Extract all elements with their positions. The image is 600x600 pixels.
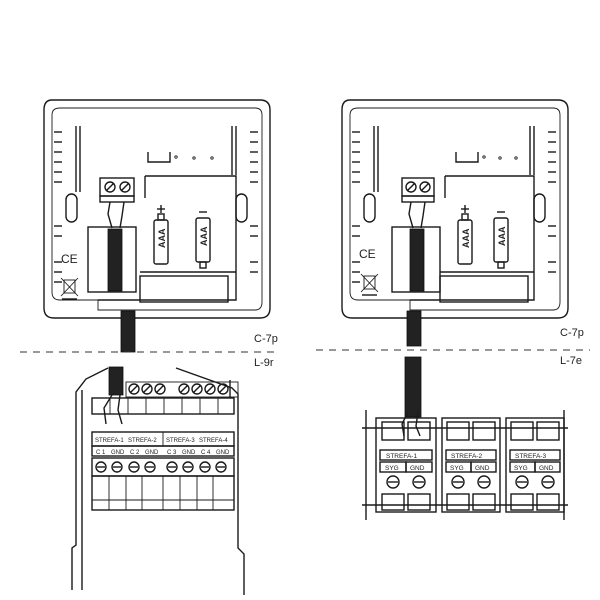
left-zone-label-3: STREFA-3 [166,438,195,444]
left-pin-label-1: C 1 [96,450,106,456]
right-bottom-model-label: L-7e [560,355,582,367]
left-bottom-model-label: L-9r [254,357,274,369]
left-battery-2: AAA [195,211,211,269]
right-top-model-label: C-7p [560,327,584,339]
right-pin-syg-2: SYG [450,465,464,472]
left-board-upper-connectors [91,397,235,415]
right-battery-2: AAA [493,211,509,269]
left-cable-to-board [108,366,124,396]
right-cable-in-recess [409,228,425,292]
right-wire-recess [391,226,441,293]
right-vent-slots-right [548,131,556,273]
right-vent-slots-left [352,131,360,283]
left-vent-slots-left [54,131,62,283]
battery-label-2: AAA [199,226,209,246]
left-pin-label-4: GND [145,450,159,456]
left-cable-lower [120,310,136,353]
battery-label-4: AAA [497,226,507,246]
left-mount-hole-right [235,193,248,223]
right-pin-syg-1: SYG [385,465,399,472]
left-pin-label-8: GND [216,450,230,456]
right-wiring-board: STREFA-1 SYG GND STREFA-2 SYG GND ST [362,356,568,520]
right-terminal-module-2: STREFA-2 SYG GND [441,417,501,513]
left-thermostat-terminal [99,177,135,203]
battery-label-1: AAA [157,228,167,248]
right-thermostat-terminal [401,177,435,203]
right-zone-label-2: STREFA-2 [451,453,482,460]
right-battery-1: AAA [457,205,473,265]
right-bottom-slot [439,275,529,303]
right-terminal-module-1: STREFA-1 SYG GND [375,417,437,513]
left-weee-icon [60,277,79,300]
left-vent-slots-right [250,131,258,273]
left-zone-label-2: STREFA-2 [128,438,157,444]
left-pin-label-7: C 4 [201,450,211,456]
right-terminal-module-3: STREFA-3 SYG GND [505,417,565,513]
left-pin-strip [91,445,235,457]
left-board-top-row [125,380,239,398]
right-pin-gnd-2: GND [475,465,490,472]
left-pin-label-6: GND [182,450,196,456]
right-weee-icon [360,273,379,296]
left-zone-label-4: STREFA-4 [199,438,228,444]
right-ce-mark: CE [359,247,376,261]
left-thermostat: AAA AAA CE [43,99,271,353]
right-pin-gnd-3: GND [539,465,554,472]
right-zone-label-3: STREFA-3 [515,453,546,460]
left-zone-label-1: STREFA-1 [95,438,124,444]
left-bottom-slot [139,275,229,303]
left-ce-mark: CE [61,252,78,266]
right-cable-lower [406,310,422,347]
right-thermostat: AAA AAA CE [341,99,569,347]
right-mount-hole-left [363,193,376,223]
left-cable-in-recess [107,228,123,292]
left-top-model-label: C-7p [254,333,278,345]
right-cable-to-board [404,356,422,418]
left-board-screw-row [91,457,235,477]
right-mount-hole-right [533,193,546,223]
battery-label-3: AAA [461,228,471,248]
left-battery-1: AAA [153,205,169,265]
right-pin-gnd-1: GND [410,465,425,472]
left-pin-label-2: GND [111,450,125,456]
left-pin-label-3: C 2 [130,450,140,456]
right-pin-syg-3: SYG [514,465,528,472]
right-zone-label-1: STREFA-1 [386,453,417,460]
left-pin-label-5: C 3 [167,450,177,456]
left-wiring-board: STREFA-1 STREFA-2 STREFA-3 STREFA-4 C 1 … [71,366,245,595]
left-mount-hole-left [65,193,78,223]
